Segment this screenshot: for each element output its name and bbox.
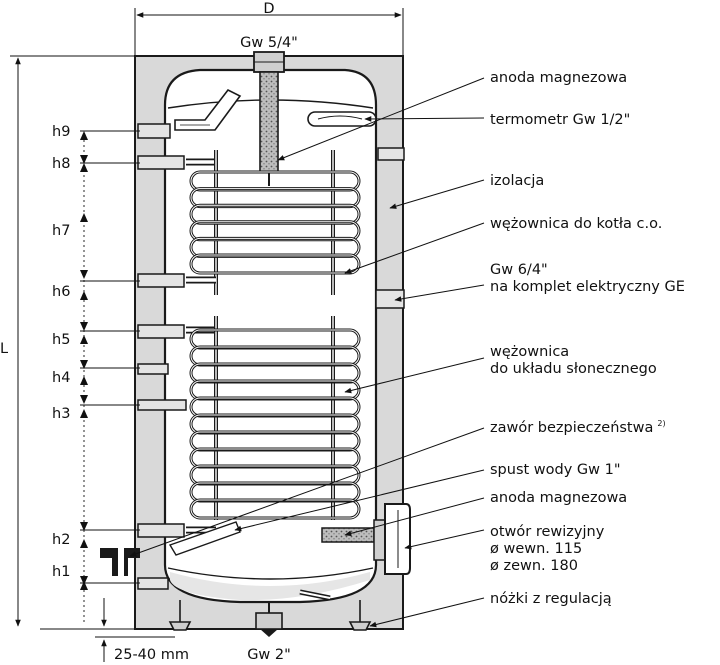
callout-1-line-1: anoda magnezowa bbox=[490, 70, 627, 86]
left-connection-stubs bbox=[137, 123, 187, 590]
adjustable-feet bbox=[168, 600, 372, 631]
dimension-l bbox=[10, 55, 135, 627]
height-arrow-up bbox=[80, 539, 88, 548]
height-arrow-down bbox=[80, 522, 88, 531]
height-mark-h7: h7 bbox=[52, 223, 70, 239]
height-mark-h4: h4 bbox=[52, 370, 70, 386]
callout-4-line-1: wężownica do kotła c.o. bbox=[490, 216, 662, 232]
callout-11-line-1: nóżki z regulacją bbox=[490, 591, 612, 607]
drain-pipe bbox=[168, 521, 241, 556]
lower-coil-turns bbox=[189, 328, 361, 520]
feet-range-label: 25-40 mm bbox=[114, 647, 189, 663]
height-arrow-up bbox=[80, 291, 88, 300]
callout-10-line-3: ø zewn. 180 bbox=[490, 558, 578, 574]
thermometer-outer-sleeve bbox=[377, 147, 405, 161]
height-arrow-up bbox=[80, 163, 88, 172]
height-mark-h9: h9 bbox=[52, 124, 70, 140]
callout-10-line-1: otwór rewizyjny bbox=[490, 524, 605, 540]
bottom-connection-label: Gw 2" bbox=[247, 647, 291, 663]
height-mark-h3: h3 bbox=[52, 406, 70, 422]
height-mark-h8: h8 bbox=[52, 156, 70, 172]
dimension-d-label: D bbox=[263, 1, 274, 17]
callout-3-line-1: izolacja bbox=[490, 173, 544, 189]
height-labels: h9 h8 h7 h6 h5 h4 h3 h2 h1 bbox=[52, 124, 70, 580]
top-anode bbox=[259, 71, 279, 173]
height-arrow-down bbox=[80, 576, 88, 585]
height-arrow-up bbox=[80, 131, 88, 140]
dimension-l-label: L bbox=[0, 341, 8, 357]
callout-2-line-1: termometr Gw 1/2" bbox=[490, 112, 630, 128]
callout-8-line-1: spust wody Gw 1" bbox=[490, 462, 621, 478]
height-arrow-down bbox=[80, 322, 88, 331]
callout-10-line-2: ø wewn. 115 bbox=[490, 541, 582, 557]
height-arrow-down bbox=[80, 155, 88, 164]
height-arrow-down bbox=[80, 270, 88, 279]
callout-6-line-1: wężownica bbox=[490, 344, 569, 360]
bottom-connection-fitting bbox=[255, 612, 283, 630]
callout-9-line-1: anoda magnezowa bbox=[490, 490, 627, 506]
callout-5-line-2: na komplet elektryczny GE bbox=[490, 279, 685, 295]
callout-6-line-2: do układu słonecznego bbox=[490, 361, 657, 377]
height-arrows bbox=[80, 131, 88, 590]
height-mark-h6: h6 bbox=[52, 284, 70, 300]
bottom-anode bbox=[321, 527, 375, 543]
height-arrow-up bbox=[80, 581, 88, 590]
callout-labels: anoda magnezowa termometr Gw 1/2" izolacja… bbox=[490, 70, 685, 607]
upper-coil-turns bbox=[189, 170, 361, 275]
height-arrow-up bbox=[80, 213, 88, 222]
callout-leaders bbox=[129, 77, 485, 628]
height-arrow-up bbox=[80, 376, 88, 385]
dimension-d bbox=[134, 8, 404, 55]
feet-range-dimension bbox=[95, 598, 175, 662]
height-arrow-down bbox=[80, 360, 88, 369]
height-arrow-up bbox=[80, 335, 88, 344]
callout-5-line-1: Gw 6/4" bbox=[490, 262, 548, 278]
height-mark-h1: h1 bbox=[52, 564, 70, 580]
height-arrow-up bbox=[80, 409, 88, 418]
ge-connection-sleeve bbox=[375, 289, 405, 309]
callout-superscript: 2) bbox=[657, 419, 665, 428]
top-connection-label: Gw 5/4" bbox=[240, 35, 298, 51]
height-mark-h2: h2 bbox=[52, 532, 70, 548]
lower-coil-turn-highlight bbox=[190, 499, 360, 519]
h9-elbow-pipe bbox=[174, 88, 242, 131]
height-arrow-down bbox=[80, 395, 88, 404]
height-mark-h5: h5 bbox=[52, 332, 70, 348]
safety-valve bbox=[100, 546, 140, 576]
